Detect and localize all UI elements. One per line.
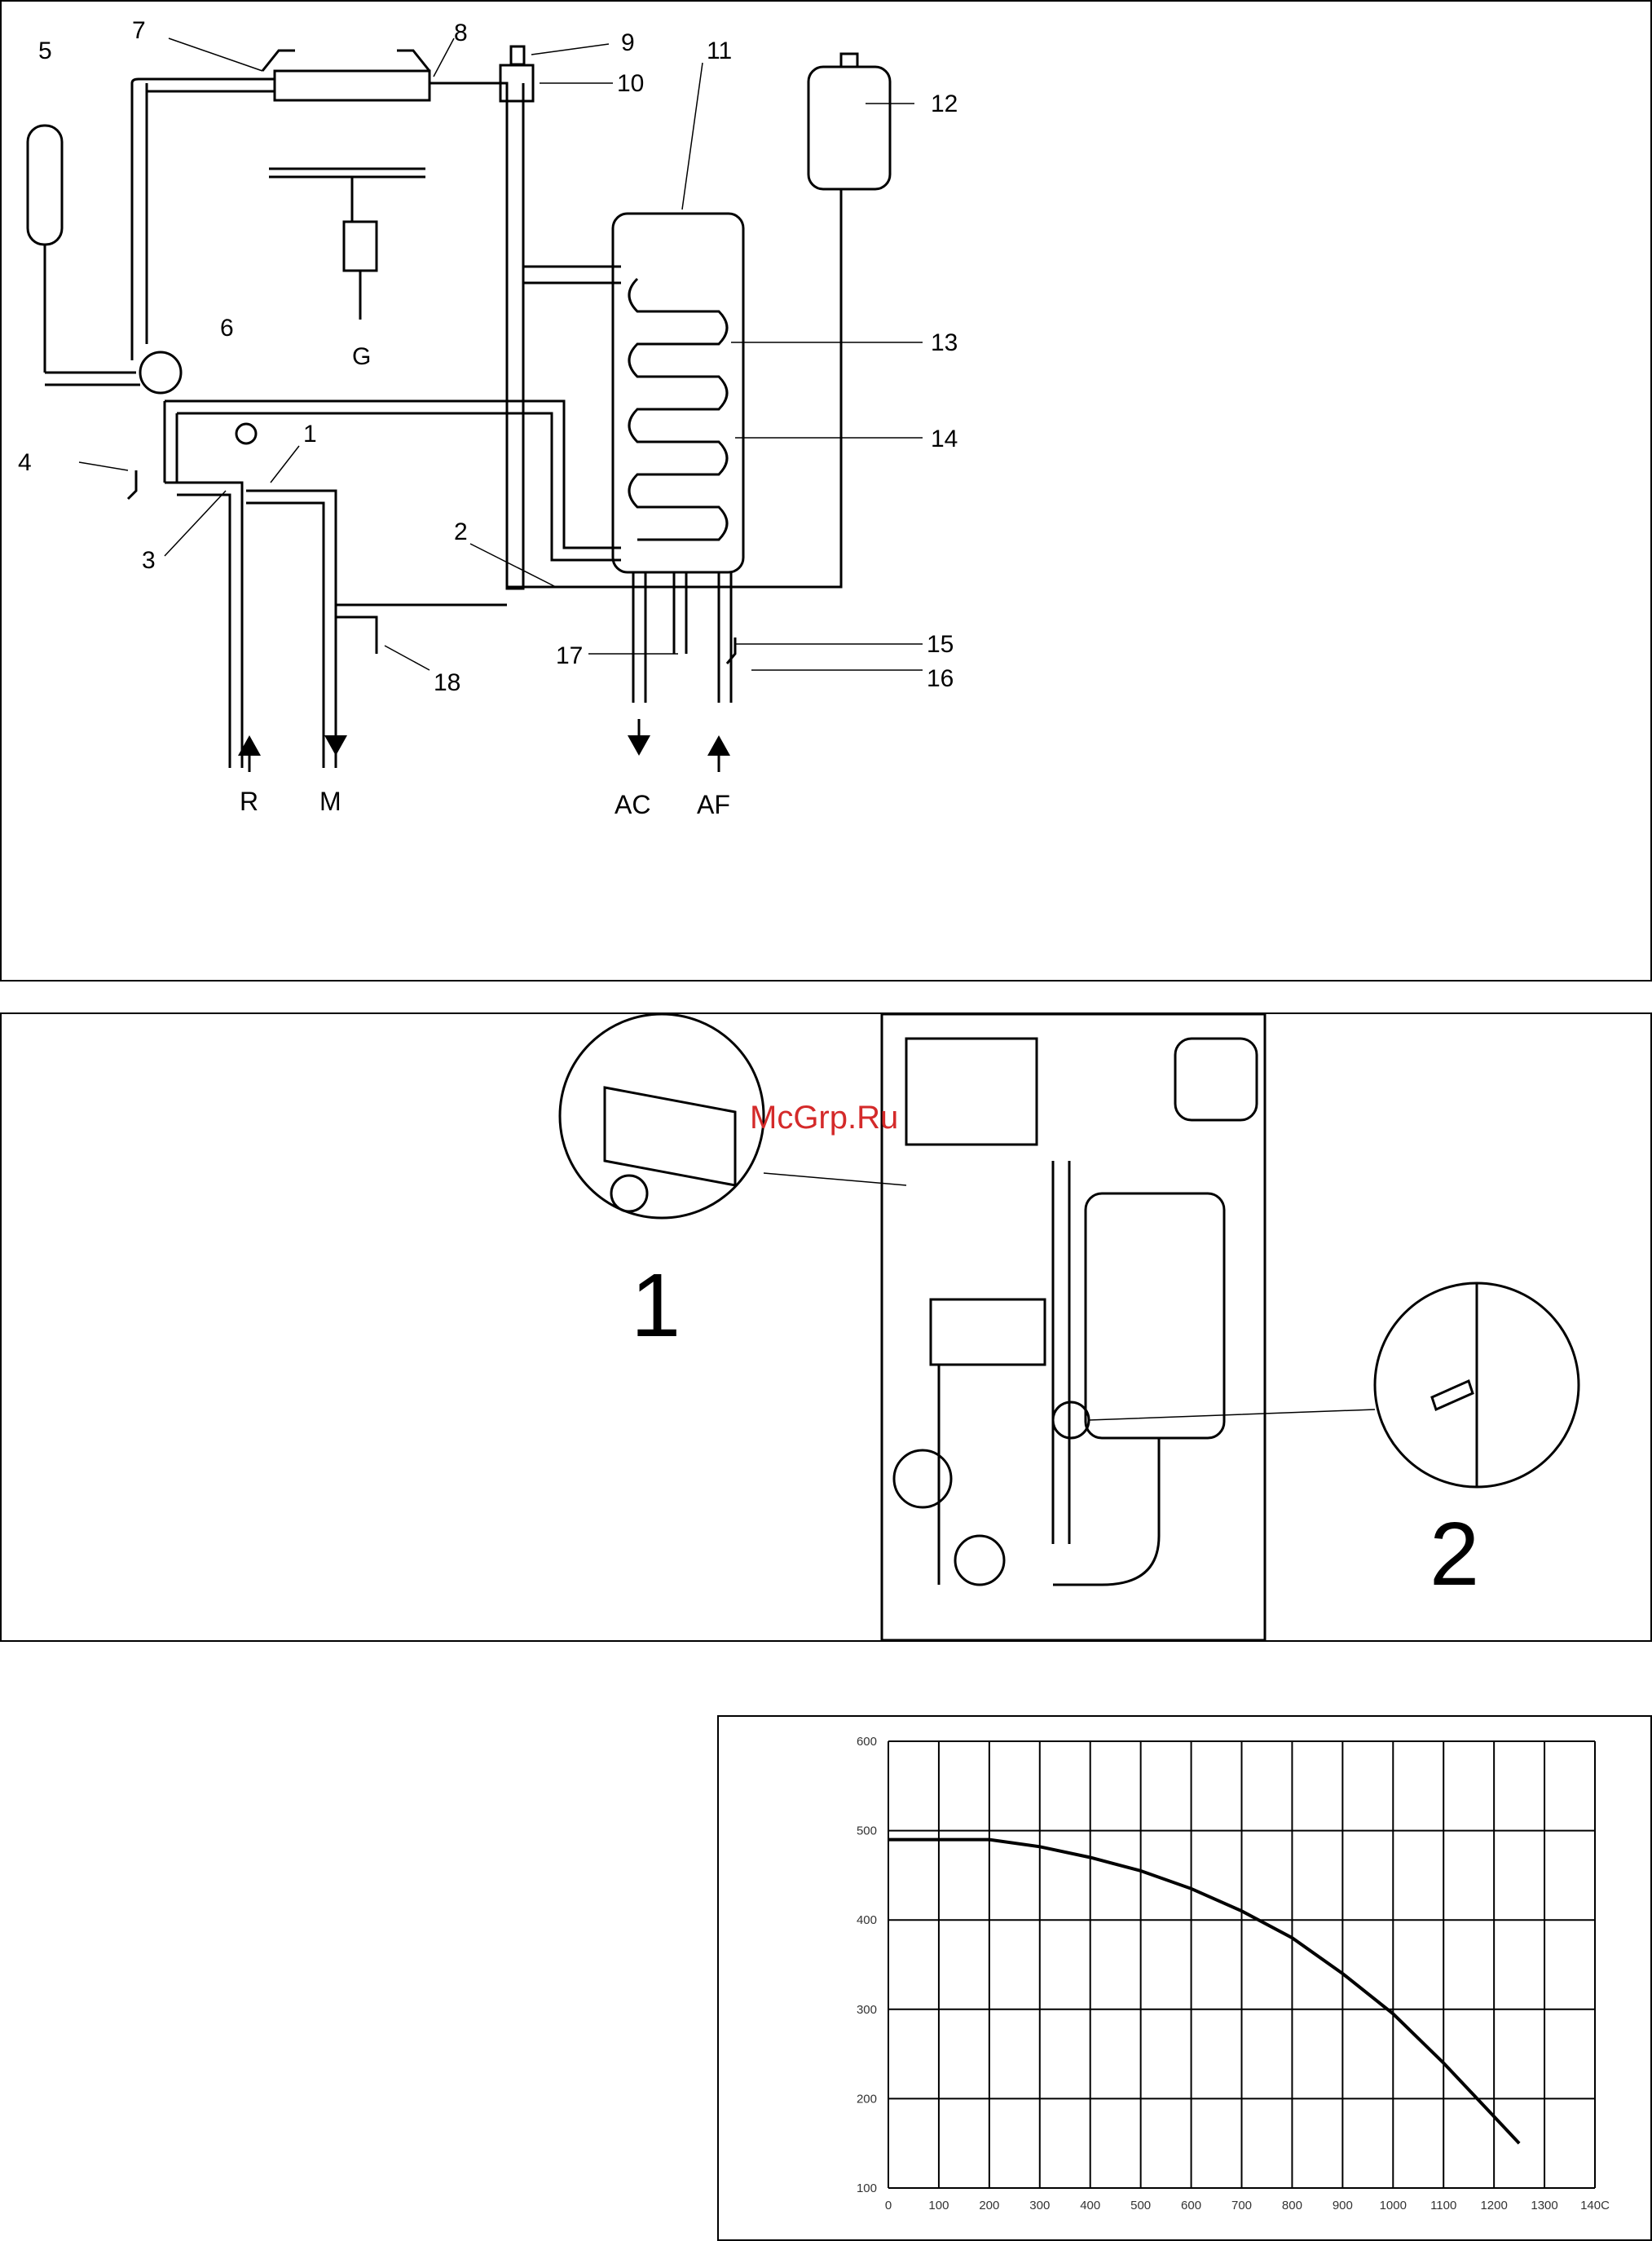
- callout-17: 17: [556, 642, 583, 669]
- dhw-tank: [613, 214, 743, 572]
- pump-photo: [894, 1450, 951, 1507]
- flow-label-cold-water: AF: [697, 790, 730, 819]
- x-tick-label: 100: [928, 2199, 949, 2212]
- detail-circle-1: [560, 1014, 764, 1218]
- boiler-photo-panel: McGrp.Ru 1 2: [0, 1012, 1652, 1642]
- detail-label-2: 2: [1430, 1504, 1479, 1604]
- x-tick-label: 400: [1080, 2199, 1100, 2212]
- x-tick-label: 0: [885, 2199, 892, 2212]
- callout-3: 3: [142, 547, 156, 574]
- x-tick-label: 900: [1333, 2199, 1353, 2212]
- x-tick-label: 700: [1231, 2199, 1252, 2212]
- callout-8: 8: [454, 20, 468, 46]
- hydraulic-schematic-panel: 1 2 3 4 5 6 7 8 9 10 11 12 13 14 15 16 1…: [0, 0, 1652, 982]
- callout-labels: 1 2 3 4 5 6 7 8 9 10 11 12 13 14 15 16 1…: [18, 17, 958, 696]
- expansion-vessel-dhw: [808, 67, 890, 189]
- x-tick-label: 300: [1029, 2199, 1050, 2212]
- y-tick-label: 200: [857, 2092, 877, 2106]
- x-tick-label: 200: [979, 2199, 999, 2212]
- callout-5: 5: [38, 37, 52, 64]
- y-tick-label: 100: [857, 2181, 877, 2195]
- boiler-photo-illustration: McGrp.Ru 1 2: [2, 1014, 1650, 1640]
- combustion-chamber: [906, 1039, 1037, 1145]
- callout-13: 13: [931, 329, 958, 356]
- x-tick-label: 1200: [1480, 2199, 1507, 2212]
- chart-ticks: 0 100 200 300 400 500 600 700 800 900 1000 1100 1200…: [857, 1735, 1610, 2212]
- callout-11: 11: [707, 37, 732, 64]
- flow-label-return: R: [240, 787, 258, 816]
- air-vent: [511, 46, 524, 64]
- flow-label-hot-water: AC: [615, 790, 650, 819]
- callout-12: 12: [931, 90, 958, 117]
- gas-label: G: [352, 343, 371, 370]
- gas-valve-photo: [931, 1299, 1045, 1365]
- flow-label-supply: M: [319, 787, 341, 816]
- watermark: McGrp.Ru: [750, 1100, 898, 1136]
- expansion-vessel-heating: [28, 126, 62, 245]
- dhw-tank-photo: [1086, 1193, 1224, 1438]
- x-tick-label: 1300: [1531, 2199, 1557, 2212]
- x-tick-label: 1100: [1430, 2199, 1456, 2212]
- circulation-pump: [140, 352, 181, 393]
- hydraulic-schematic: 1 2 3 4 5 6 7 8 9 10 11 12 13 14 15 16 1…: [2, 2, 1650, 980]
- x-tick-label: 600: [1181, 2199, 1201, 2212]
- x-tick-label: 800: [1282, 2199, 1302, 2212]
- callout-4: 4: [18, 449, 32, 476]
- heating-pipe-left: [132, 83, 147, 360]
- dhw-coil: [629, 279, 727, 540]
- detail-label-1: 1: [631, 1255, 681, 1356]
- pump-curve-chart: 0 100 200 300 400 500 600 700 800 900 1000 1100 1200…: [719, 1717, 1650, 2239]
- gas-valve: [344, 222, 377, 271]
- callout-1: 1: [303, 421, 317, 448]
- expansion-vessel-photo: [1175, 1039, 1257, 1120]
- heat-exchanger: [275, 71, 430, 100]
- diverter-valve-motor: [236, 424, 256, 443]
- x-tick-label: 140C: [1580, 2199, 1610, 2212]
- chart-series-line: [888, 1840, 1519, 2144]
- callout-2: 2: [454, 518, 468, 545]
- y-tick-label: 600: [857, 1735, 877, 1749]
- callout-15: 15: [927, 631, 954, 658]
- callout-9: 9: [621, 29, 635, 56]
- callout-7: 7: [132, 17, 146, 44]
- y-tick-label: 500: [857, 1824, 877, 1838]
- y-tick-label: 400: [857, 1913, 877, 1927]
- callout-6: 6: [220, 315, 234, 342]
- pump-curve-chart-panel: 0 100 200 300 400 500 600 700 800 900 1000 1100 1200…: [717, 1715, 1652, 2241]
- callout-16: 16: [927, 665, 954, 692]
- x-tick-label: 1000: [1380, 2199, 1407, 2212]
- callout-18: 18: [434, 669, 460, 696]
- chart-grid: [888, 1741, 1595, 2188]
- callout-10: 10: [617, 70, 644, 97]
- flow-arrows: [238, 719, 730, 772]
- callout-14: 14: [931, 426, 958, 452]
- x-tick-label: 500: [1130, 2199, 1151, 2212]
- pressure-gauge-photo: [955, 1536, 1004, 1585]
- y-tick-label: 300: [857, 2003, 877, 2017]
